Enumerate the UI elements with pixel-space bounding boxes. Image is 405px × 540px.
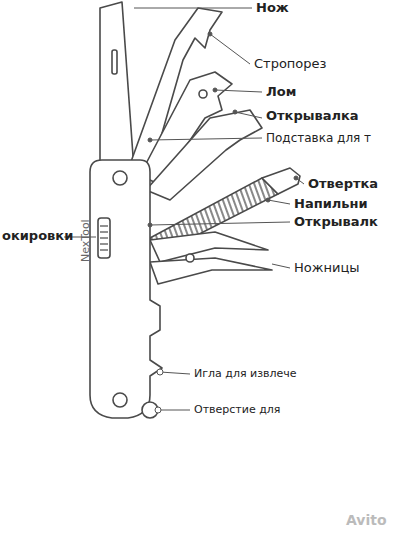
part-label: Лом bbox=[266, 84, 296, 100]
brand-logo: NexTool bbox=[78, 219, 94, 262]
part-label: Подставка для т bbox=[266, 130, 371, 146]
part-label: Нож bbox=[256, 0, 289, 16]
part-label: Отверстие для bbox=[194, 402, 280, 418]
part-label: Открывалка bbox=[266, 108, 359, 124]
scissors-upper bbox=[150, 232, 268, 262]
watermark: Avito bbox=[346, 512, 387, 528]
blade-slot bbox=[112, 50, 117, 74]
part-label: окировки bbox=[2, 228, 73, 244]
handle bbox=[90, 160, 162, 418]
part-label: Открывалк bbox=[294, 214, 378, 230]
part-label: Игла для извлече bbox=[194, 366, 297, 382]
part-label: Отвертка bbox=[308, 176, 378, 192]
lock-slider bbox=[98, 218, 110, 258]
screwdriver bbox=[262, 168, 300, 194]
part-label: Стропорез bbox=[254, 56, 326, 72]
part-label: Напильни bbox=[294, 196, 368, 212]
scissors-lower bbox=[150, 258, 272, 284]
pivot-screw bbox=[113, 171, 127, 185]
pivot-screw bbox=[113, 393, 127, 407]
knife-blade bbox=[100, 2, 134, 170]
part-label: Ножницы bbox=[294, 260, 360, 276]
